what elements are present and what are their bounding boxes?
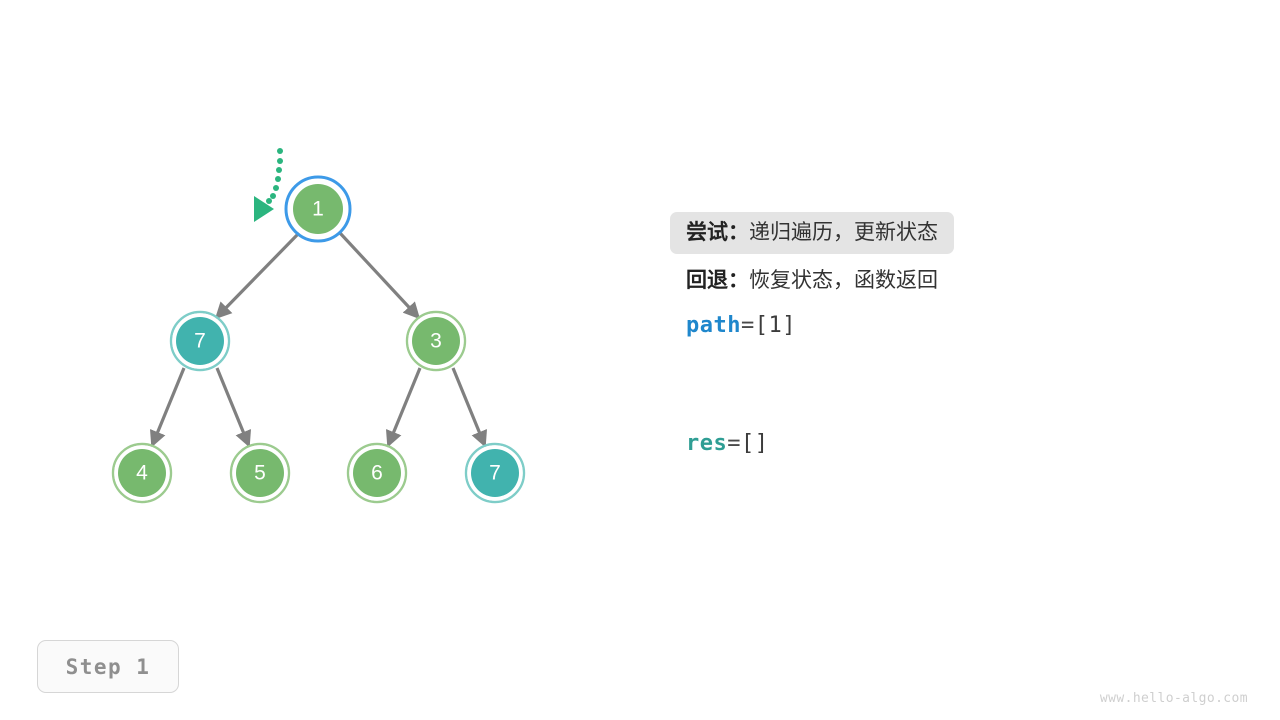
pointer-trail-dot [270, 193, 276, 199]
try-label: 尝试： [686, 220, 749, 244]
state-panel: 尝试：递归遍历，更新状态 回退：恢复状态，函数返回 path = [1] res… [670, 210, 1226, 466]
node-label: 3 [430, 330, 442, 353]
tree-edges [149, 231, 488, 448]
node-inner-white-ring [467, 445, 523, 501]
node-label: 4 [136, 462, 148, 485]
pointer-trail-dot [277, 158, 283, 164]
node-fill [118, 449, 166, 497]
path-value: [1] [754, 312, 796, 338]
edge-7-to-5 [215, 367, 252, 448]
backtrack-line: 回退：恢复状态，函数返回 [686, 256, 1226, 302]
node-label: 6 [371, 462, 383, 485]
node-inner-white-ring [114, 445, 170, 501]
recursion-entry-pointer [254, 148, 283, 222]
node-label: 5 [254, 462, 266, 485]
path-line: path = [1] [686, 302, 1226, 348]
node-outer-ring [464, 442, 526, 504]
node-inner-white-ring [232, 445, 288, 501]
binary-tree-diagram: 1 7 3 4 5 6 7 [111, 148, 526, 504]
backtrack-label: 回退： [686, 268, 749, 292]
tree-node-7-right[interactable]: 7 [464, 442, 526, 504]
node-fill [353, 449, 401, 497]
try-highlight: 尝试：递归遍历，更新状态 [670, 212, 954, 254]
tree-node-5[interactable]: 5 [229, 442, 291, 504]
node-outer-ring [111, 442, 173, 504]
try-line: 尝试：递归遍历，更新状态 [670, 210, 1226, 256]
node-inner-white-ring [172, 313, 228, 369]
tree-node-4[interactable]: 4 [111, 442, 173, 504]
node-fill [293, 184, 343, 234]
res-value: [] [741, 430, 769, 456]
node-label: 7 [489, 462, 501, 485]
edge-7-to-4 [149, 367, 186, 448]
node-label: 1 [312, 198, 324, 221]
edge-3-to-7b [451, 367, 488, 448]
try-value: 递归遍历，更新状态 [749, 220, 938, 244]
tree-node-7-left[interactable]: 7 [169, 310, 231, 372]
node-label: 7 [194, 330, 206, 353]
node-fill [236, 449, 284, 497]
node-outer-ring [169, 310, 231, 372]
step-badge-label: Step 1 [65, 654, 151, 679]
pointer-triangle-icon [254, 196, 274, 222]
res-variable-name: res [686, 430, 728, 456]
node-inner-white-ring [349, 445, 405, 501]
node-inner-white-ring [288, 179, 348, 239]
node-inner-white-ring [408, 313, 464, 369]
node-fill [176, 317, 224, 365]
step-badge: Step 1 [37, 640, 179, 693]
node-outer-ring [405, 310, 467, 372]
pointer-trail-dot [275, 176, 281, 182]
edge-1-to-7 [214, 231, 301, 320]
edge-3-to-6 [385, 367, 422, 448]
watermark: www.hello-algo.com [1099, 691, 1248, 706]
backtrack-value: 恢复状态，函数返回 [749, 268, 938, 292]
pointer-trail-dot [266, 198, 272, 204]
pointer-trail-dot [276, 167, 282, 173]
tree-node-3[interactable]: 3 [405, 310, 467, 372]
res-equals: = [727, 430, 741, 456]
node-outer-ring [346, 442, 408, 504]
node-fill [471, 449, 519, 497]
path-variable-name: path [686, 312, 741, 338]
panel-spacer [686, 348, 1226, 420]
tree-node-1[interactable]: 1 [284, 175, 352, 243]
res-line: res = [] [686, 420, 1226, 466]
node-fill [412, 317, 460, 365]
node-outer-ring [229, 442, 291, 504]
edge-1-to-3 [338, 231, 421, 320]
tree-node-6[interactable]: 6 [346, 442, 408, 504]
path-equals: = [740, 312, 755, 338]
node-active-ring [284, 175, 352, 243]
pointer-trail-dot [277, 148, 283, 154]
pointer-trail-dot [273, 185, 279, 191]
